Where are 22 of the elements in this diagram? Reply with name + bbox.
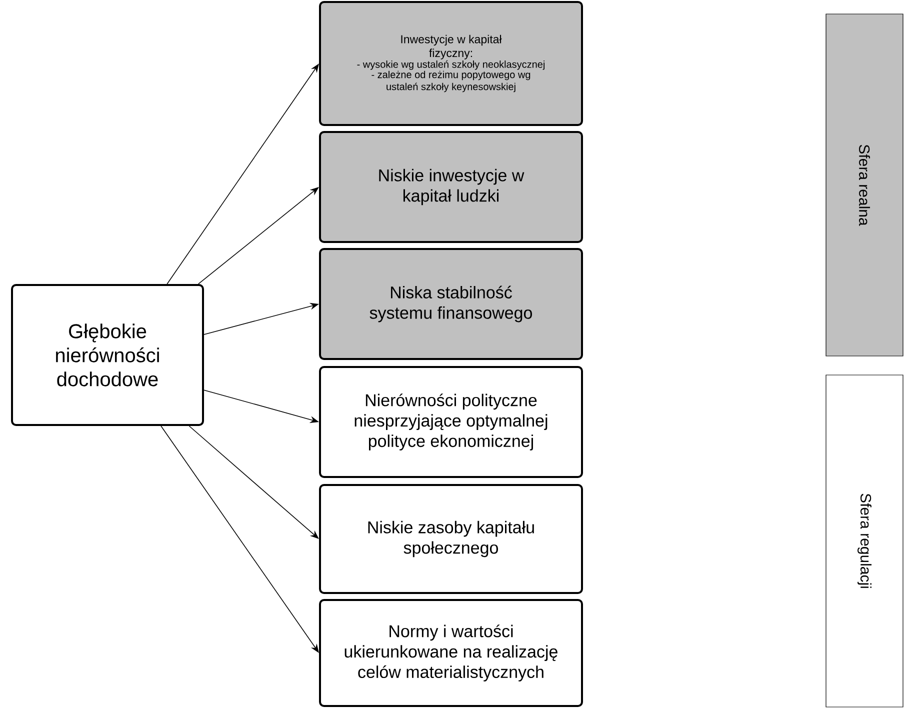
node-label: Sfera realna [859,144,870,226]
node-label: Niska stabilność systemu finansowego [370,286,532,322]
box [11,284,204,426]
node-label: - zależne od reżimu popytowego wg ustaleń szkoły keynesowskiej [372,70,530,92]
node-label: Sfera regulacji [858,494,872,588]
node-label: - wysokie wg ustaleń szkoły neoklasycznej [357,60,545,70]
node-label: Głębokie nierówności dochodowe [56,324,159,386]
arrow [198,187,319,284]
node-label: Inwestycje w kapitał fizyczny: [401,34,502,60]
box [319,131,583,243]
box [319,366,583,478]
box [319,599,583,707]
sphere-band [826,14,904,356]
arrow [188,426,319,539]
node-label: Normy i wartości ukierunkowane na realizację celów materialistycznych [344,624,558,682]
sphere-band [826,374,904,708]
node-label: Nierówności polityczne niesprzyjające optymalnej polityce ekonomicznej [354,394,548,450]
node-label: Niskie inwestycje w kapitał ludzki [379,168,524,206]
box [319,1,583,126]
box [319,248,583,360]
box [319,484,583,594]
node-label: Niskie zasoby kapitału społecznego [368,520,534,558]
